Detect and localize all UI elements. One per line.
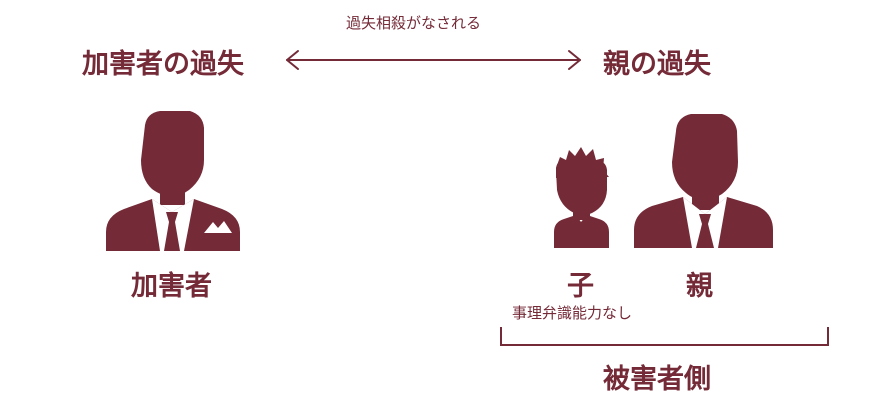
assailant-person-icon [106, 111, 240, 251]
child-person-icon [554, 147, 609, 248]
bracket-icon [500, 327, 829, 346]
relation-caption: 過失相殺がなされる [346, 14, 482, 32]
parent-label: 親 [686, 271, 713, 302]
child-label: 子 [567, 271, 594, 302]
assailant-tie-icon [164, 212, 180, 251]
double-arrow-icon [286, 50, 581, 70]
pocket-square-icon [204, 221, 232, 233]
child-note: 事理弁識能力なし [512, 304, 633, 322]
victim-group-label: 被害者側 [603, 364, 711, 395]
parent-tie-icon [696, 214, 714, 248]
assailant-label: 加害者 [131, 271, 212, 302]
left-heading: 加害者の過失 [82, 49, 244, 80]
right-heading: 親の過失 [603, 49, 711, 80]
